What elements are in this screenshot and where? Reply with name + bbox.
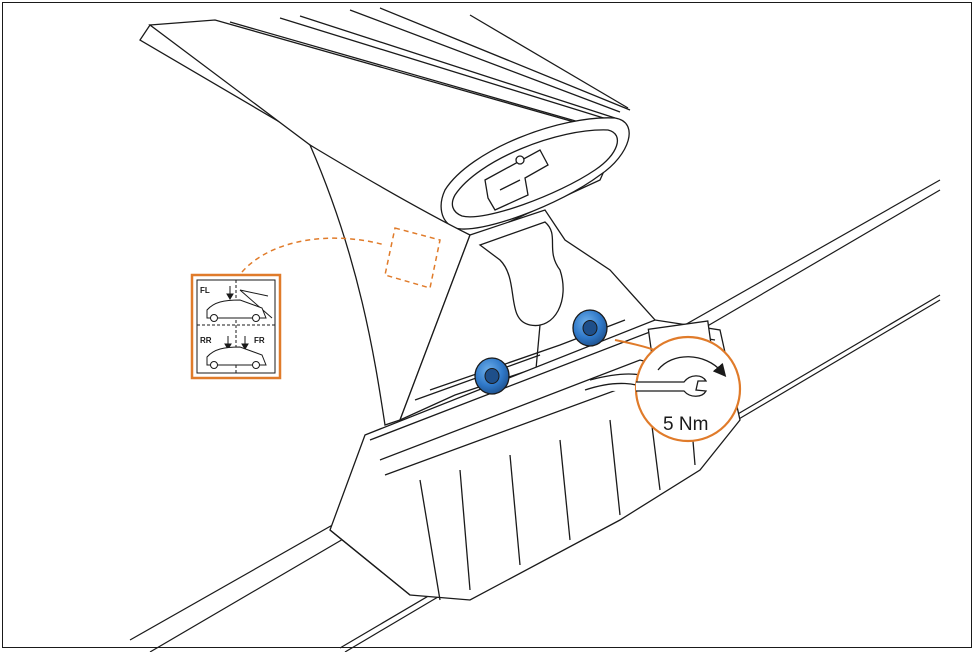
down-arrow-icon — [224, 286, 249, 350]
bolt-right — [572, 309, 608, 347]
label-fr: FR — [254, 336, 265, 345]
position-sticker: FL RR FR — [190, 273, 282, 380]
label-fl: FL — [200, 286, 210, 295]
torque-value: 5 Nm — [663, 414, 708, 435]
torque-callout: 5 Nm — [614, 335, 742, 443]
bolt-left — [474, 357, 510, 395]
cross-bar — [139, 7, 631, 241]
car-icon — [206, 299, 267, 369]
wrench-icon — [636, 375, 708, 397]
sticker-placement-outline — [241, 227, 441, 289]
rotation-arrow-icon — [657, 356, 727, 377]
label-rr: RR — [200, 336, 212, 345]
